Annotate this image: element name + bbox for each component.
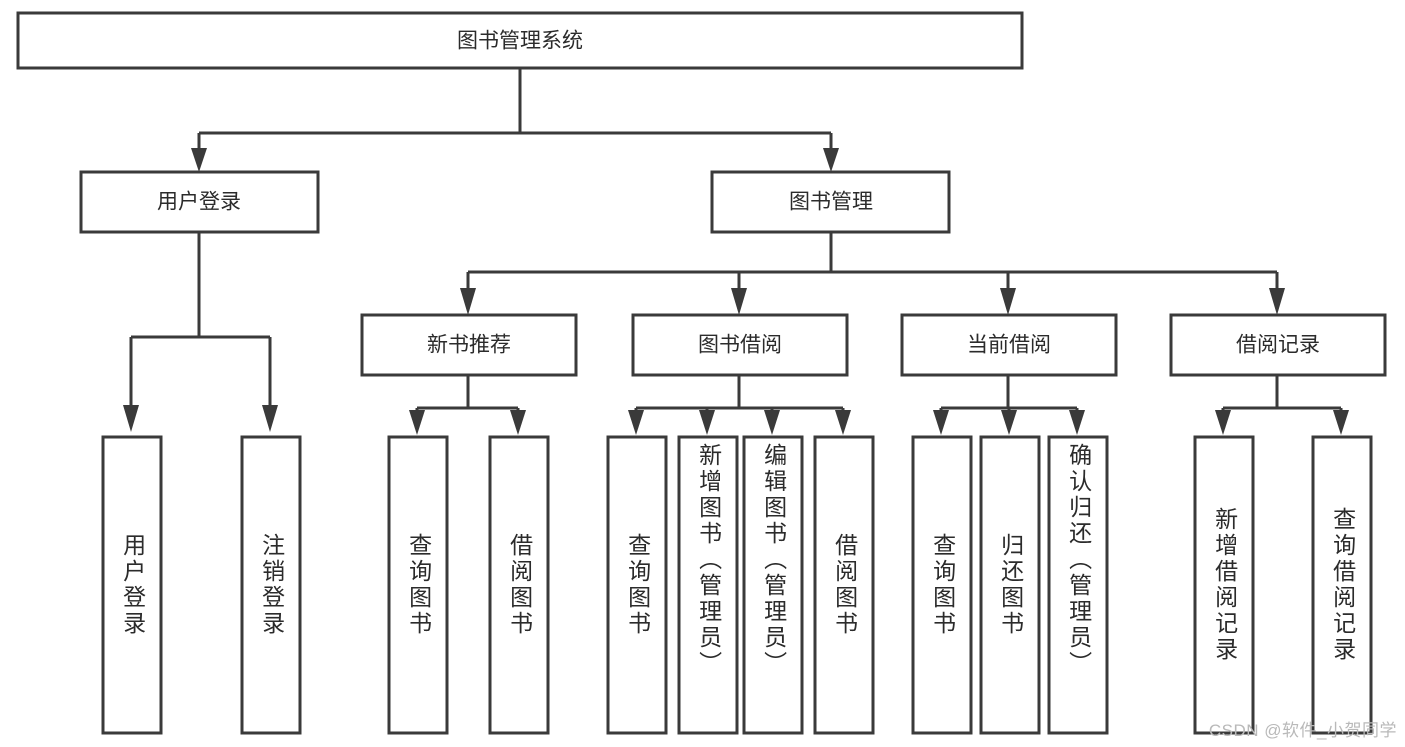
node-book-borrow[interactable]: 图书借阅: [631, 313, 849, 377]
arrowhead-leaf-add-record: [1215, 410, 1231, 435]
borrow-record-label: 借阅记录: [1236, 334, 1320, 357]
node-current-borrow[interactable]: 当前借阅: [900, 313, 1118, 377]
leaf-add-book-box[interactable]: [677, 435, 739, 735]
arrowhead-user-login: [191, 148, 207, 172]
arrowhead-leaf-add-book: [699, 410, 715, 435]
current-borrow-box[interactable]: [900, 313, 1118, 377]
arrowhead-leaf-query-book-3: [933, 410, 949, 435]
connector-layer: [123, 68, 1349, 435]
node-user-login[interactable]: 用户登录: [79, 170, 320, 234]
leaf-box-layer: [101, 435, 1373, 735]
borrow-record-box[interactable]: [1169, 313, 1387, 377]
arrowhead-leaf-query-book-1: [409, 410, 425, 435]
leaf-query-book-1-box[interactable]: [387, 435, 449, 735]
leaf-add-record-box[interactable]: [1193, 435, 1255, 735]
new-book-recommend-box[interactable]: [360, 313, 578, 377]
user-login-box[interactable]: [79, 170, 320, 234]
arrowhead-leaf-user-login: [123, 405, 139, 432]
arrowhead-leaf-query-book-2: [628, 410, 644, 435]
arrowhead-current-borrow: [1000, 288, 1016, 315]
book-management-label: 图书管理: [789, 191, 873, 214]
leaf-query-book-2-box[interactable]: [606, 435, 668, 735]
leaf-user-logout-box[interactable]: [240, 435, 302, 735]
arrowhead-borrow-record: [1269, 288, 1285, 315]
leaf-borrow-book-2-box[interactable]: [813, 435, 875, 735]
node-new-book-recommend[interactable]: 新书推荐: [360, 313, 578, 377]
csdn-watermark: CSDN @软件_小贺同学: [1208, 721, 1397, 740]
book-borrow-box[interactable]: [631, 313, 849, 377]
arrowhead-leaf-borrow-book-1: [510, 410, 526, 435]
root-label: 图书管理系统: [457, 30, 583, 53]
leaf-borrow-book-1-box[interactable]: [488, 435, 550, 735]
arrowhead-leaf-return-book: [1001, 410, 1017, 435]
root-box[interactable]: [16, 11, 1024, 70]
node-root-system[interactable]: 图书管理系统: [16, 11, 1024, 70]
arrowhead-leaf-confirm-return: [1069, 410, 1085, 435]
leaf-user-login-box[interactable]: [101, 435, 163, 735]
arrowhead-book-management: [823, 148, 839, 172]
leaf-query-record-box[interactable]: [1311, 435, 1373, 735]
book-borrow-label: 图书借阅: [698, 334, 782, 357]
arrowhead-leaf-borrow-book-2: [835, 410, 851, 435]
node-borrow-record[interactable]: 借阅记录: [1169, 313, 1387, 377]
arrowhead-leaf-user-logout: [262, 405, 278, 432]
leaf-confirm-return-box[interactable]: [1047, 435, 1109, 735]
user-login-label: 用户登录: [157, 191, 241, 214]
arrowhead-book-borrow: [731, 288, 747, 315]
node-book-management[interactable]: 图书管理: [710, 170, 951, 234]
leaf-return-book-box[interactable]: [979, 435, 1041, 735]
arrowhead-leaf-edit-book: [764, 410, 780, 435]
leaf-edit-book-box[interactable]: [742, 435, 804, 735]
current-borrow-label: 当前借阅: [967, 334, 1051, 357]
new-book-recommend-label: 新书推荐: [427, 334, 511, 357]
book-management-box[interactable]: [710, 170, 951, 234]
leaf-query-book-3-box[interactable]: [911, 435, 973, 735]
arrowhead-leaf-query-record: [1333, 410, 1349, 435]
arrowhead-new-book-recommend: [460, 288, 476, 315]
